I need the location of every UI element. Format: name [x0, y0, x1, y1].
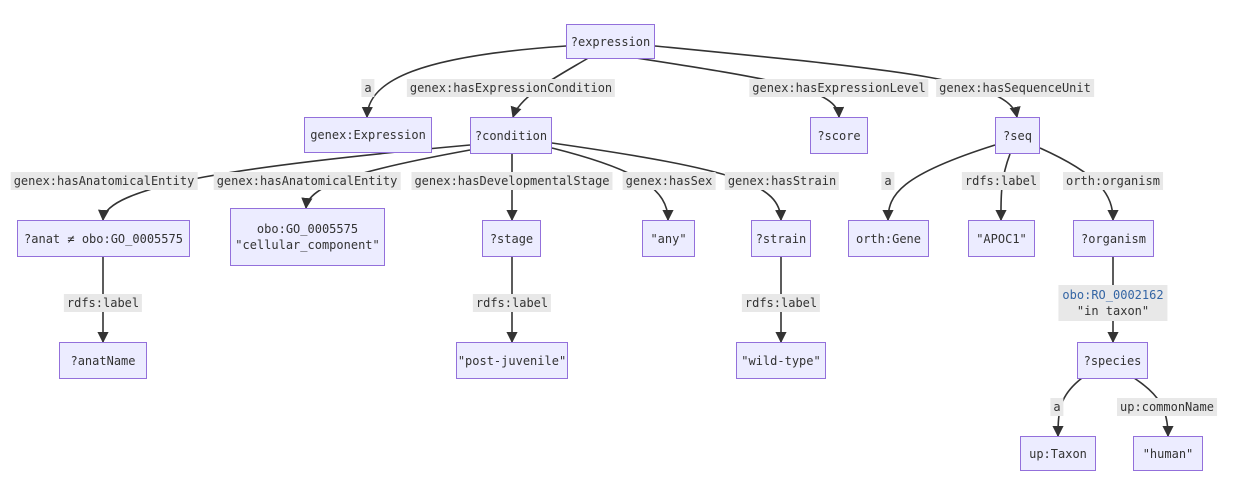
edge-label-in-taxon: obo:RO_0002162 "in taxon" — [1058, 285, 1168, 321]
node-label: ?organism — [1080, 231, 1147, 246]
node-species: ?species — [1077, 342, 1148, 379]
node-label-line-2: "cellular_component" — [235, 238, 380, 252]
node-label: ?anat ≠ obo:GO_0005575 — [24, 231, 183, 246]
node-label: ?seq — [1003, 128, 1032, 143]
node-label: "any" — [650, 231, 687, 246]
edge-label-has-strain: genex:hasStrain — [724, 172, 840, 190]
node-human: "human" — [1133, 436, 1203, 471]
node-label: ?expression — [570, 34, 651, 49]
in-taxon-link[interactable]: obo:RO_0002162 — [1062, 288, 1164, 302]
node-label: "APOC1" — [976, 231, 1027, 246]
node-strain: ?strain — [751, 220, 811, 257]
edge-label-has-expression-level: genex:hasExpressionLevel — [749, 79, 929, 97]
node-label: "post-juvenile" — [457, 353, 567, 368]
edge-label-a: a — [1050, 398, 1064, 416]
edge-label-has-developmental-stage: genex:hasDevelopmentalStage — [411, 172, 613, 190]
node-label: ?species — [1083, 353, 1142, 368]
edge-label-has-anatomical-entity: genex:hasAnatomicalEntity — [10, 172, 198, 190]
node-organism: ?organism — [1073, 220, 1154, 257]
edge-label-has-expression-condition: genex:hasExpressionCondition — [406, 79, 616, 97]
node-label: "wild-type" — [741, 353, 821, 368]
node-label: orth:Gene — [855, 231, 922, 246]
edge-expression-to-genex-expression — [361, 45, 567, 119]
node-label: ?strain — [755, 231, 807, 246]
node-go-cellular-component: obo:GO_0005575 "cellular_component" — [230, 208, 385, 266]
node-label: ?anatName — [70, 353, 136, 368]
node-label: ?score — [817, 128, 861, 143]
node-label: "human" — [1142, 446, 1194, 461]
node-score: ?score — [810, 117, 868, 154]
in-taxon-text: "in taxon" — [1076, 304, 1150, 318]
edge-label-a: a — [361, 79, 375, 97]
edge-label-rdfs-label: rdfs:label — [472, 294, 552, 312]
node-post-juvenile: "post-juvenile" — [456, 342, 568, 379]
edge-label-a: a — [881, 172, 895, 190]
node-label: genex:Expression — [310, 128, 426, 142]
edge-label-rdfs-label: rdfs:label — [961, 172, 1041, 190]
node-any: "any" — [642, 220, 695, 257]
edge-label-rdfs-label: rdfs:label — [63, 294, 143, 312]
node-label-line-1: obo:GO_0005575 — [256, 222, 359, 236]
edge-label-orth-organism: orth:organism — [1063, 172, 1163, 190]
node-apoc1: "APOC1" — [968, 220, 1035, 257]
node-label: up:Taxon — [1029, 446, 1087, 461]
node-anat: ?anat ≠ obo:GO_0005575 — [17, 220, 190, 257]
node-expression: ?expression — [566, 24, 655, 59]
node-wild-type: "wild-type" — [736, 342, 826, 379]
node-stage: ?stage — [482, 220, 541, 257]
edge-label-has-sequence-unit: genex:hasSequenceUnit — [936, 79, 1094, 97]
node-label: ?condition — [474, 128, 548, 143]
edge-expression-to-seq — [654, 45, 1021, 119]
edge-seq-to-orth-gene — [882, 144, 996, 222]
node-seq: ?seq — [995, 117, 1040, 154]
node-label: ?stage — [489, 231, 534, 246]
edge-label-has-anatomical-entity: genex:hasAnatomicalEntity — [213, 172, 401, 190]
node-up-taxon: up:Taxon — [1020, 436, 1096, 471]
node-condition: ?condition — [470, 117, 552, 154]
edge-label-up-common-name: up:commonName — [1117, 398, 1217, 416]
edge-label-has-sex: genex:hasSex — [622, 172, 716, 190]
node-genex-expression: genex:Expression — [304, 117, 432, 153]
edge-label-rdfs-label: rdfs:label — [741, 294, 821, 312]
edge-condition-to-anat — [98, 144, 471, 222]
node-anat-name: ?anatName — [59, 342, 147, 379]
node-orth-gene: orth:Gene — [848, 220, 929, 257]
